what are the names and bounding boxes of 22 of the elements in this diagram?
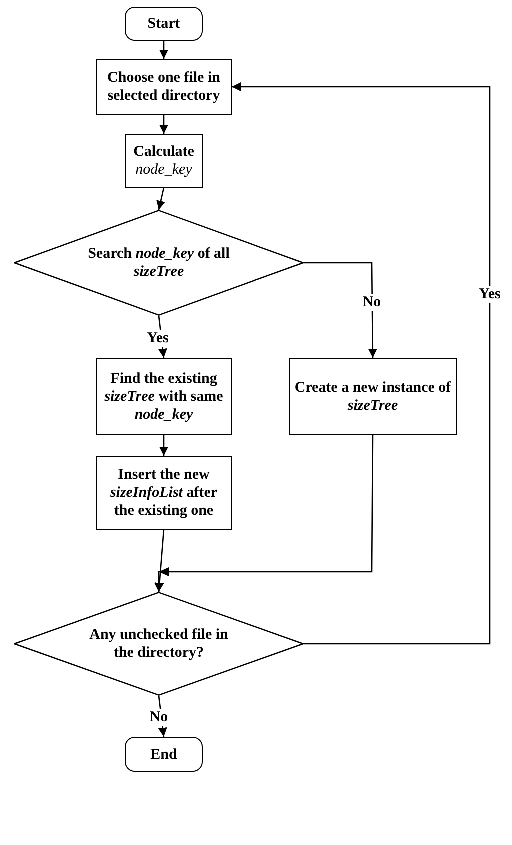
node-text: Any unchecked file in the directory? [88,626,230,662]
process-box [96,456,232,530]
node-text: Search node_key of all sizeTree [87,245,231,281]
edge-label: No [148,710,170,726]
decision-diamond [14,210,304,316]
node-text: Choose one file in selected directory [106,69,222,105]
node-text: Find the existing sizeTree with same node_key [104,370,224,424]
node-text: Create a new instance of sizeTree [294,378,452,414]
terminal-box [125,737,203,772]
node-text: End [150,746,178,764]
node-text: Insert the new sizeInfoList after the existing one [109,466,219,520]
terminal-box [125,7,203,41]
process-box [125,134,203,188]
process-box [289,358,457,435]
edge-label: Yes [145,330,171,348]
decision-diamond [14,592,304,696]
process-box [96,358,232,435]
edge-label: Yes [477,286,503,304]
process-box [96,59,232,115]
node-text: Calculate node_key [132,143,196,179]
edge-label: No [360,294,384,312]
node-text: Start [148,15,180,33]
